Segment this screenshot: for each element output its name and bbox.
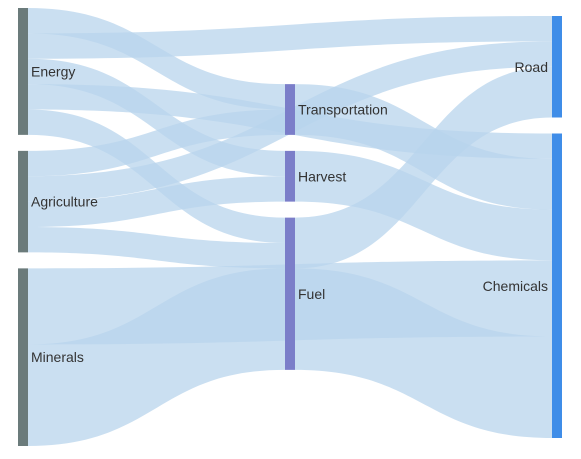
link-agriculture-transportation[interactable] — [28, 109, 285, 177]
node-label-harvest: Harvest — [298, 168, 346, 184]
node-minerals[interactable] — [18, 268, 28, 446]
link-harvest-chemicals[interactable] — [295, 150, 552, 261]
node-label-transportation: Transportation — [298, 102, 388, 118]
node-label-minerals: Minerals — [31, 349, 84, 365]
node-transportation[interactable] — [285, 84, 295, 135]
node-agriculture[interactable] — [18, 150, 28, 253]
node-label-road: Road — [515, 59, 548, 75]
node-energy[interactable] — [18, 8, 28, 135]
link-agriculture-fuel[interactable] — [28, 227, 285, 269]
link-energy-road[interactable] — [28, 16, 552, 59]
node-harvest[interactable] — [285, 150, 295, 202]
node-label-energy: Energy — [31, 63, 75, 79]
node-label-agriculture: Agriculture — [31, 194, 98, 210]
node-fuel[interactable] — [285, 217, 295, 370]
node-chemicals[interactable] — [552, 133, 562, 439]
link-agriculture-harvest[interactable] — [28, 176, 285, 227]
sankey-nodes — [18, 8, 562, 446]
link-fuel-road[interactable] — [295, 66, 552, 269]
node-road[interactable] — [552, 16, 562, 118]
node-label-fuel: Fuel — [298, 286, 325, 302]
node-label-chemicals: Chemicals — [483, 278, 548, 294]
link-fuel-chemicals[interactable] — [295, 268, 552, 438]
sankey-links — [28, 8, 552, 446]
